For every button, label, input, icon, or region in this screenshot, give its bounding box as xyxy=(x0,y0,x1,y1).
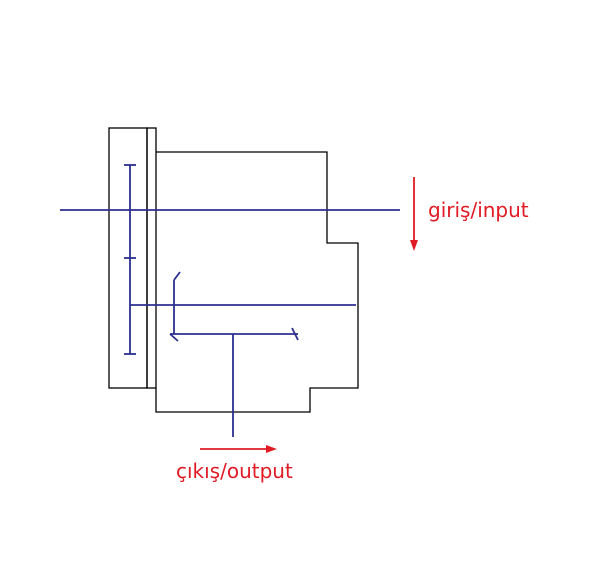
output-label: çıkış/output xyxy=(176,459,293,483)
gear-vertical-left-tip xyxy=(173,271,181,281)
output-arrow-head xyxy=(266,445,277,453)
gear-horizontal-tip-left xyxy=(169,333,179,342)
input-label: giriş/input xyxy=(428,198,529,222)
gear-horizontal-tip-right xyxy=(291,327,299,341)
housing-body-outline xyxy=(155,151,359,413)
shafts xyxy=(60,164,400,437)
flow-arrows xyxy=(200,177,418,453)
input-arrow-head xyxy=(410,240,418,251)
housing xyxy=(108,127,359,413)
housing-side-plate-inner xyxy=(146,127,157,389)
